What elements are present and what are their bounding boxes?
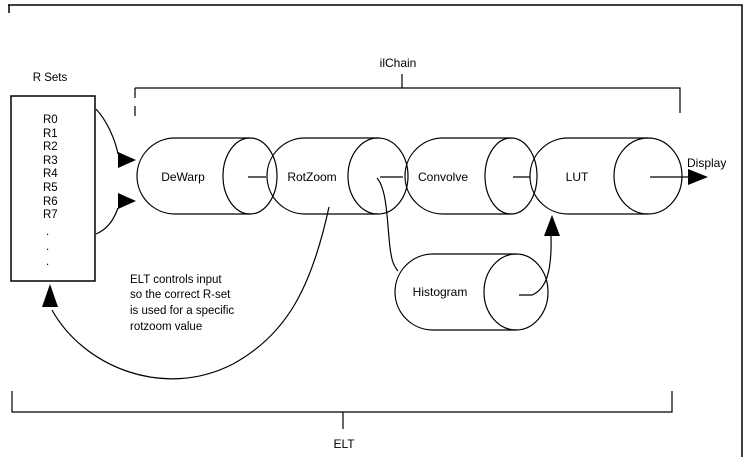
input-arrow-upper-icon [118,152,136,168]
r-sets-register-list: R0 R1 R2 R3 R4 R5 R6 R7 . . . [43,114,58,268]
dewarp-label: DeWarp [161,170,205,184]
display-output: Display [650,156,726,185]
rotzoom-cylinder-end [347,137,409,215]
histogram-label: Histogram [413,285,468,299]
elt-note-line: ELT controls input [130,274,222,286]
register-item: R3 [43,155,58,167]
lut-cylinder-end [613,137,683,215]
r-sets-panel: R Sets R0 R1 R2 R3 R4 R5 R6 R7 . . . [10,72,96,282]
display-label: Display [687,156,726,170]
convolve-cylinder-body [404,137,511,215]
dewarp-cylinder-body [136,137,250,215]
ilchain-bracket-line [135,87,681,113]
elt-feedback-link [42,206,330,380]
histogram-stage: Histogram [394,253,549,331]
lut-stage: LUT [529,137,683,215]
input-curve-upper [95,108,119,155]
register-item: R2 [43,141,58,153]
elt-note-line: so the correct R-set [130,289,231,301]
convolve-cylinder-end [484,137,538,215]
elt-bracket-line [11,391,673,413]
r-sets-title: R Sets [33,72,68,84]
ellipsis-dot: . [46,226,49,238]
elt-note-line: rotzoom value [130,321,202,333]
histogram-cylinder-end [483,253,549,331]
elt-feedback-arrow-icon [42,284,58,307]
register-item: R7 [43,209,58,221]
histogram-to-lut-arrow-icon [544,215,560,236]
dewarp-stage: DeWarp [136,137,278,215]
elt-bracket: ELT [11,391,673,451]
histogram-to-lut-curve [519,235,552,296]
elt-label: ELT [333,437,355,451]
convolve-stage: Convolve [404,137,538,215]
dewarp-cylinder-end [222,137,278,215]
register-item: R4 [43,168,58,180]
lut-cylinder-body [529,137,648,215]
rotzoom-to-histogram-curve [376,177,399,272]
elt-note-line: is used for a specific [130,305,234,317]
convolve-label: Convolve [418,170,468,184]
r-sets-box [10,95,96,282]
r-set-input-links [95,108,136,235]
register-item: R5 [43,182,58,194]
lut-label: LUT [566,170,589,184]
display-arrow-icon [688,169,708,185]
register-item: R6 [43,196,58,208]
input-arrow-lower-icon [118,193,136,209]
input-curve-lower [95,207,119,235]
rotzoom-label: RotZoom [287,170,336,184]
ilchain-bracket: ilChain [134,56,681,116]
frame-top-right-border [8,4,743,457]
rotzoom-stage: RotZoom [266,137,409,215]
rotzoom-cylinder-body [266,137,378,215]
elt-feedback-curve [51,206,330,380]
elt-note: ELT controls input so the correct R-set … [130,274,234,333]
histogram-to-lut-link [519,215,560,296]
histogram-cylinder-body [394,253,516,331]
ellipsis-dot: . [46,241,49,253]
figure-frame [8,4,743,457]
ilchain-label: ilChain [380,56,417,70]
register-item: R1 [43,128,58,140]
register-item: R0 [43,114,58,126]
ellipsis-dot: . [46,256,49,268]
